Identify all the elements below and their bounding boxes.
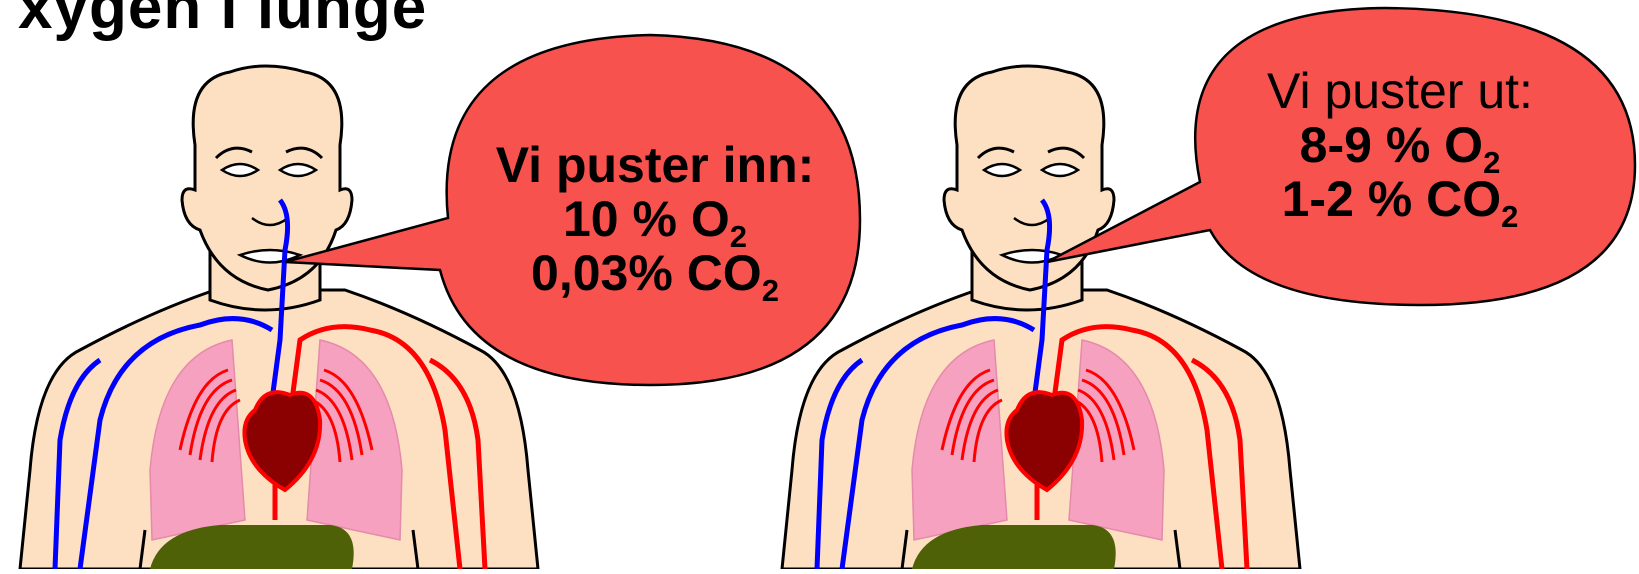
inhale-o2-value: 10 % O — [563, 191, 730, 247]
inhale-co2-value: 0,03% CO — [531, 245, 762, 301]
exhale-o2-line: 8-9 % O2 — [1230, 118, 1570, 172]
exhale-o2-value: 8-9 % O — [1300, 117, 1483, 173]
inhale-co2-line: 0,03% CO2 — [455, 246, 855, 300]
exhale-co2-subscript: 2 — [1501, 199, 1518, 234]
slide-title: xygen i lunge — [18, 0, 427, 43]
exhale-heading: Vi puster ut: — [1230, 64, 1570, 118]
inhale-co2-subscript: 2 — [762, 273, 779, 308]
exhale-co2-line: 1-2 % CO2 — [1230, 172, 1570, 226]
exhale-text: Vi puster ut: 8-9 % O2 1-2 % CO2 — [1230, 64, 1570, 226]
inhale-heading: Vi puster inn: — [455, 138, 855, 192]
inhale-text: Vi puster inn: 10 % O2 0,03% CO2 — [455, 138, 855, 300]
exhale-co2-value: 1-2 % CO — [1282, 171, 1502, 227]
inhale-o2-line: 10 % O2 — [455, 192, 855, 246]
